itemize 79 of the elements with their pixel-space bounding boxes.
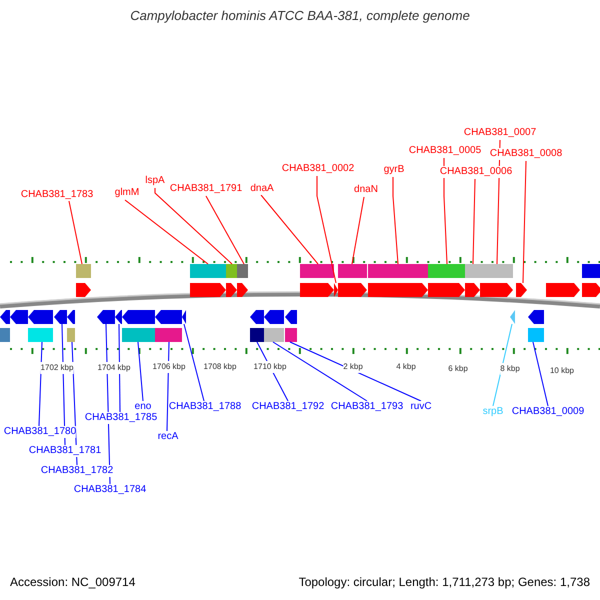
leader-line xyxy=(206,196,244,264)
gene-feature xyxy=(300,264,334,297)
gene-label: lspA xyxy=(145,175,165,187)
gene-feature xyxy=(338,264,367,297)
leader-line xyxy=(522,160,526,284)
gene-label: CHAB381_0006 xyxy=(440,166,512,178)
leader-line xyxy=(290,342,422,402)
scale-label: 4 kbp xyxy=(396,361,416,373)
title: Campylobacter hominis ATCC BAA-381, complete genome xyxy=(130,10,470,22)
scale-label: 1710 kbp xyxy=(254,361,286,373)
scale-label: 10 kbp xyxy=(550,365,574,377)
leader-line xyxy=(38,342,42,426)
gene-label: CHAB381_1793 xyxy=(330,401,404,413)
scale-label: 1704 kbp xyxy=(98,362,130,374)
leader-line xyxy=(352,196,364,264)
gene-feature xyxy=(516,283,527,297)
gene-feature xyxy=(155,310,182,342)
gene-feature xyxy=(480,264,513,297)
leader-line xyxy=(492,324,512,406)
gene-label: CHAB381_1785 xyxy=(84,412,158,424)
gene-feature xyxy=(510,310,515,324)
info-text: Accession: NC_009714 xyxy=(10,576,136,588)
scale-label: 1702 kbp xyxy=(40,362,74,374)
leader-line xyxy=(154,188,232,264)
gene-label: CHAB381_0007 xyxy=(464,127,536,139)
leader-line xyxy=(472,178,476,264)
gene-feature xyxy=(546,283,580,297)
gene-feature xyxy=(122,310,155,342)
gene-feature xyxy=(0,310,10,342)
gene-feature xyxy=(264,310,284,342)
leader-line xyxy=(260,194,318,264)
scale-label: 1708 kbp xyxy=(204,361,236,373)
gene-feature xyxy=(76,264,91,297)
gene-feature xyxy=(528,310,544,342)
leader-line xyxy=(138,342,144,402)
leader-line xyxy=(184,324,204,402)
gene-feature xyxy=(465,264,480,297)
gene-feature xyxy=(28,310,53,342)
gene-label: srpB xyxy=(482,406,504,418)
gene-feature xyxy=(428,264,465,297)
gene-feature xyxy=(368,264,428,297)
gene-feature xyxy=(582,264,600,297)
gene-feature xyxy=(250,310,264,342)
leader-line xyxy=(392,176,398,264)
gene-label: CHAB381_0009 xyxy=(512,406,584,418)
gene-label: CHAB381_0002 xyxy=(282,163,354,175)
scale-label: 8 kbp xyxy=(500,363,520,375)
scale-label: 6 kbp xyxy=(448,363,468,375)
gene-label: CHAB381_1781 xyxy=(28,445,102,457)
gene-label: CHAB381_1783 xyxy=(20,189,94,201)
scale-label: 1706 kbp xyxy=(152,361,186,373)
leader-line xyxy=(532,342,548,406)
scale-label: 2 kbp xyxy=(343,361,363,373)
leader-line xyxy=(68,200,82,264)
gene-label: gyrB xyxy=(384,164,404,176)
gene-feature xyxy=(54,310,67,324)
gene-feature xyxy=(190,264,226,297)
gene-label: CHAB381_1792 xyxy=(252,401,324,413)
gene-label: CHAB381_1788 xyxy=(168,401,242,413)
gene-feature xyxy=(237,264,248,297)
leader-line xyxy=(444,158,448,264)
gene-label: CHAB381_1791 xyxy=(170,183,242,195)
gene-label: CHAB381_0008 xyxy=(490,148,562,160)
gene-feature xyxy=(285,310,297,342)
leader-line xyxy=(124,200,208,264)
gene-feature xyxy=(10,310,28,324)
leader-line xyxy=(118,324,120,412)
leader-line xyxy=(272,342,368,402)
leader-line xyxy=(316,176,336,284)
gene-label: CHAB381_1784 xyxy=(74,484,146,496)
gene-label: CHAB381_0005 xyxy=(408,145,482,157)
gene-label: CHAB381_1780 xyxy=(4,426,76,438)
leader-line xyxy=(166,342,170,432)
gene-label: glmM xyxy=(114,187,140,199)
info-text: Topology: circular; Length: 1,711,273 bp; Genes: 1,738 xyxy=(298,576,590,588)
gene-feature xyxy=(226,264,237,297)
gene-label: CHAB381_1782 xyxy=(40,465,114,477)
gene-feature xyxy=(67,310,75,342)
gene-label: dnaA xyxy=(250,183,274,195)
